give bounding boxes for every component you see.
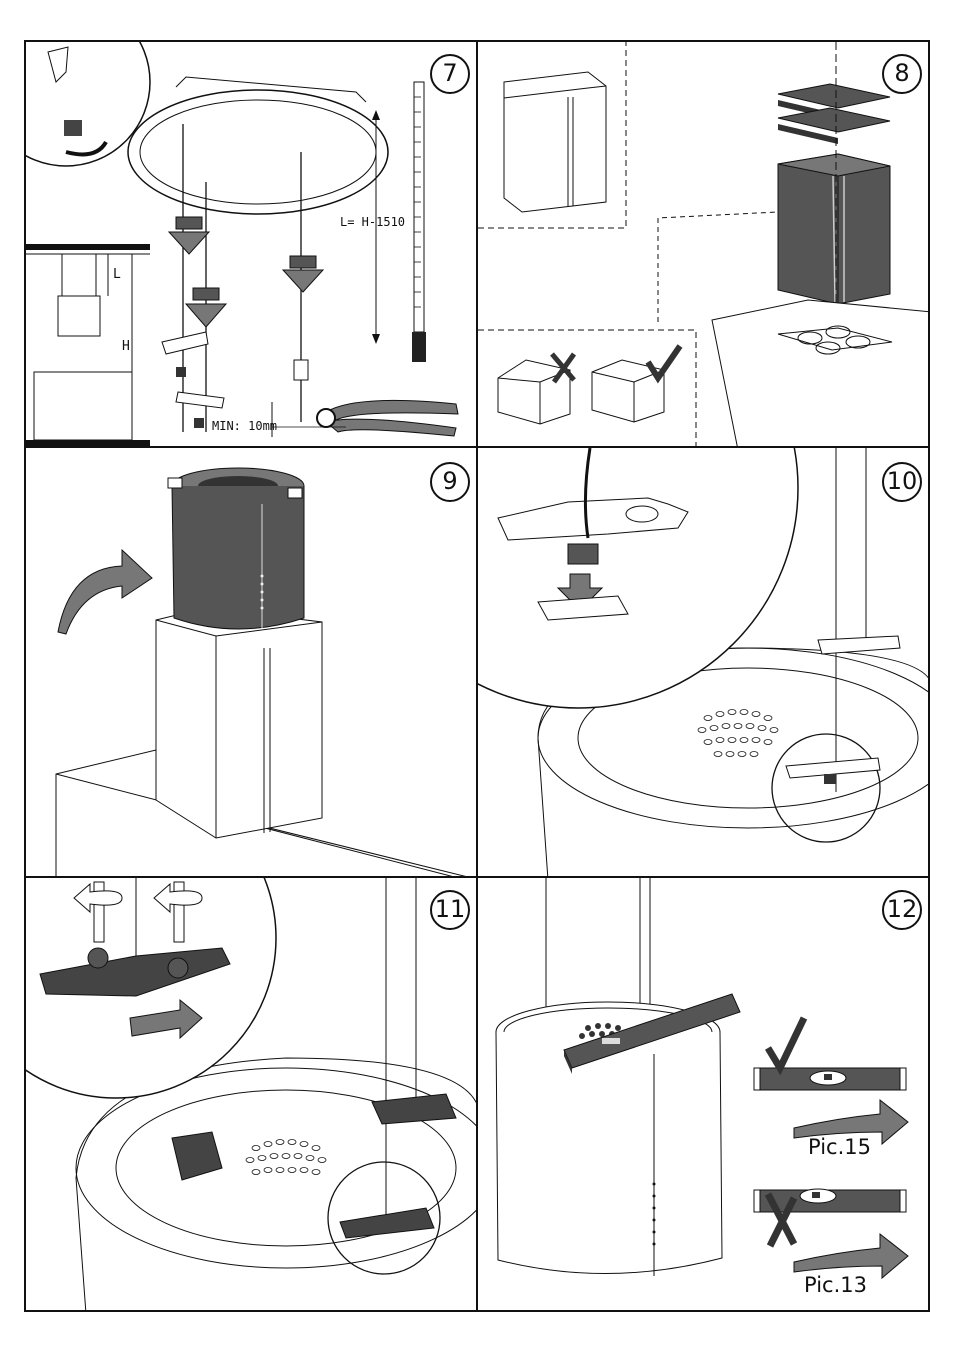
step-9-illustration: [26, 448, 478, 878]
panel-step-11: 11: [24, 876, 478, 1312]
step-11-illustration: [26, 878, 478, 1312]
panel-step-8: 8: [476, 40, 930, 448]
step-number-12: 12: [882, 890, 922, 930]
cutter-pliers-icon: [317, 400, 458, 436]
length-formula-label: L= H-1510: [340, 215, 405, 229]
down-arrow-icon: [169, 217, 209, 254]
panel-step-9: 9: [24, 446, 478, 878]
panel-step-10: 10: [476, 446, 930, 878]
step-7-illustration: L= H-1510 MIN: 10m: [26, 42, 478, 448]
min-gap-label: MIN: 10mm: [212, 419, 277, 433]
step-8-illustration: [478, 42, 930, 448]
step-number-8: 8: [882, 54, 922, 94]
h-label: H: [122, 339, 130, 354]
step-number-11: 11: [430, 890, 470, 930]
step-number-9: 9: [430, 462, 470, 502]
l-label: L: [113, 267, 121, 282]
pic-good-label: Pic.15: [808, 1135, 871, 1159]
spirit-level-good-icon: [754, 1068, 906, 1090]
step-number-10: 10: [882, 462, 922, 502]
step-number-7: 7: [430, 54, 470, 94]
arrow-right-icon: [794, 1234, 908, 1278]
panel-step-12: Pic.15 Pic.13 12: [476, 876, 930, 1312]
check-mark-icon: [648, 346, 680, 378]
down-arrow-icon: [283, 256, 323, 292]
check-mark-icon: [768, 1018, 804, 1068]
panel-step-7: L= H-1510 MIN: 10m: [24, 40, 478, 448]
step-12-illustration: Pic.15 Pic.13: [478, 878, 930, 1312]
pic-bad-label: Pic.13: [804, 1273, 867, 1297]
step-10-illustration: [478, 448, 930, 878]
curved-arrow-icon: [58, 550, 152, 634]
box-icon: [498, 360, 570, 424]
down-arrow-icon: [186, 288, 226, 327]
